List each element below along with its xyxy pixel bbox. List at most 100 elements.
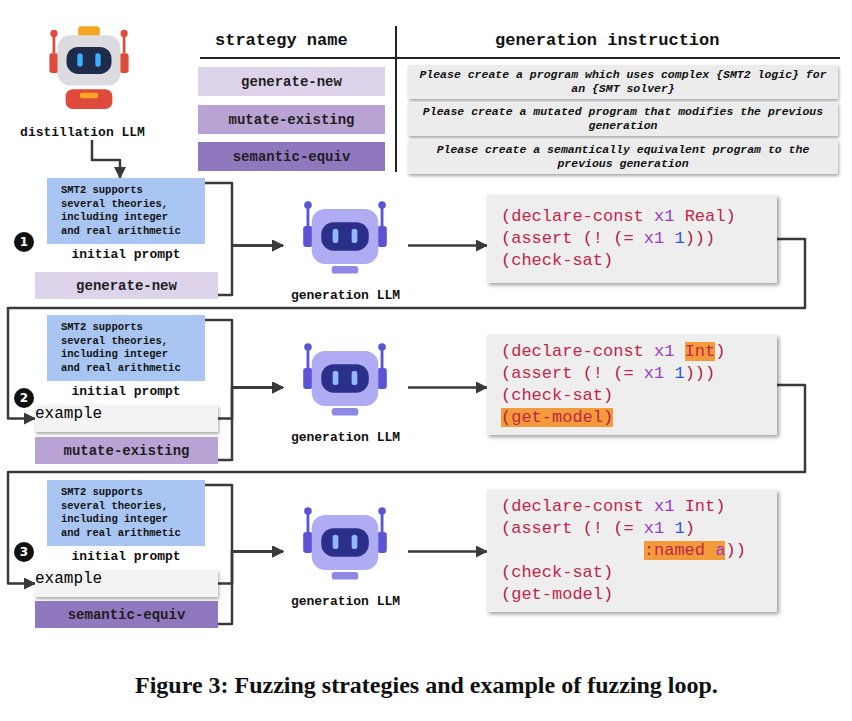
strategy-box: semantic-equiv (35, 601, 218, 628)
robot-label: generation LLM (283, 594, 408, 609)
code-token: 1 (674, 229, 684, 248)
box-text: example (35, 405, 218, 423)
code-token: ) (715, 497, 725, 516)
code-token: x1 (644, 364, 664, 383)
code-token: ) (685, 364, 695, 383)
box-text: semantic-equiv (68, 607, 186, 623)
code-token: ) (685, 229, 695, 248)
code-token: 1 (674, 519, 684, 538)
code-token: ) (736, 541, 746, 560)
connector (408, 386, 487, 389)
code-box: (declare-const x1 Int)(assert (! (= x1 1… (487, 335, 777, 435)
code-token: Int (685, 497, 716, 516)
box-text: SMT2 supports several theories, includin… (61, 486, 191, 540)
connector (218, 388, 283, 461)
box-text: example (35, 570, 218, 588)
code-token: assert (511, 519, 572, 538)
box-text: mutate-existing (63, 443, 189, 459)
prompt-box: SMT2 supports several theories, includin… (47, 480, 205, 546)
box-text: SMT2 supports several theories, includin… (61, 184, 191, 238)
box-text: generate-new (76, 278, 177, 294)
code-token: 1 (674, 364, 684, 383)
code-token: ( (583, 229, 593, 248)
code-line: (declare-const x1 Int) (501, 341, 763, 363)
code-line: (get-model) (501, 584, 763, 606)
code-line: (get-model) (501, 407, 763, 429)
robot-label: distillation LLM (15, 125, 150, 140)
code-token: x1 (644, 229, 664, 248)
code-token: ( (613, 519, 623, 538)
box-text: SMT2 supports several theories, includin… (61, 321, 191, 375)
connector (205, 485, 283, 552)
code-token: ) (715, 342, 725, 361)
connector (218, 246, 283, 296)
code-token: ! (593, 519, 603, 538)
code-token: x1 (644, 519, 664, 538)
strategy-box: generate-new (198, 67, 385, 96)
connector (218, 552, 283, 584)
robot-node: generation LLM (283, 494, 408, 609)
code-token: declare-const (511, 497, 644, 516)
code-line: :named a)) (501, 540, 763, 562)
instruction-box: Please create a program which uses compl… (408, 65, 838, 99)
code-token: ( (501, 251, 511, 270)
code-token: ( (501, 585, 511, 604)
example-box: example (35, 405, 218, 432)
code-token: ) (603, 251, 613, 270)
code-line: (check-sat) (501, 562, 763, 584)
code-token: ( (501, 364, 511, 383)
figure-caption: Figure 3: Fuzzing strategies and example… (135, 672, 718, 699)
code-token: ) (685, 519, 695, 538)
robot-illustration (303, 343, 387, 415)
callout-number: 1 (14, 232, 34, 252)
robot-node: distillation LLM (15, 12, 150, 140)
prompt-box: SMT2 supports several theories, includin… (47, 178, 205, 244)
strategy-box: semantic-equiv (198, 142, 385, 171)
robot-illustration (303, 507, 387, 579)
prompt-label: initial prompt (37, 384, 215, 399)
box-text: Please create a semantically equivalent … (416, 143, 830, 171)
code-token: ( (613, 229, 623, 248)
code-token: ( (613, 364, 623, 383)
code-token: = (623, 364, 633, 383)
code-token: get-model (511, 585, 603, 604)
column-header: strategy name (215, 31, 348, 50)
code-line: (assert (! (= x1 1) (501, 518, 763, 540)
box-text: generate-new (241, 74, 342, 90)
code-line: (check-sat) (501, 385, 763, 407)
code-token: ! (593, 229, 603, 248)
strategy-box: mutate-existing (198, 105, 385, 134)
connector (218, 388, 283, 419)
code-token: = (623, 229, 633, 248)
code-highlight: (get-model) (501, 408, 613, 427)
code-token: ( (501, 386, 511, 405)
box-text: semantic-equiv (233, 149, 351, 165)
robot-node: generation LLM (283, 188, 408, 303)
code-token: assert (511, 229, 572, 248)
code-token: ( (501, 563, 511, 582)
code-token: Int (685, 342, 716, 361)
code-token: Real (685, 207, 726, 226)
code-token: check-sat (511, 251, 603, 270)
prompt-box: SMT2 supports several theories, includin… (47, 315, 205, 381)
connector (205, 183, 283, 246)
code-token: x1 (654, 342, 674, 361)
code-line: (assert (! (= x1 1))) (501, 363, 763, 385)
code-token: ) (603, 585, 613, 604)
code-token: ) (603, 408, 613, 427)
connector (218, 552, 283, 625)
code-token: check-sat (511, 386, 603, 405)
code-token: ( (501, 207, 511, 226)
connector (205, 320, 283, 388)
code-token: a (715, 541, 725, 560)
prompt-label: initial prompt (37, 247, 215, 262)
table-rule (200, 57, 840, 59)
code-token: x1 (654, 497, 674, 516)
code-token: ) (695, 364, 705, 383)
code-token: ) (705, 229, 715, 248)
code-token: ! (593, 364, 603, 383)
code-box: (declare-const x1 Real)(assert (! (= x1 … (487, 195, 777, 283)
code-token: ) (705, 364, 715, 383)
code-line: (check-sat) (501, 250, 763, 272)
